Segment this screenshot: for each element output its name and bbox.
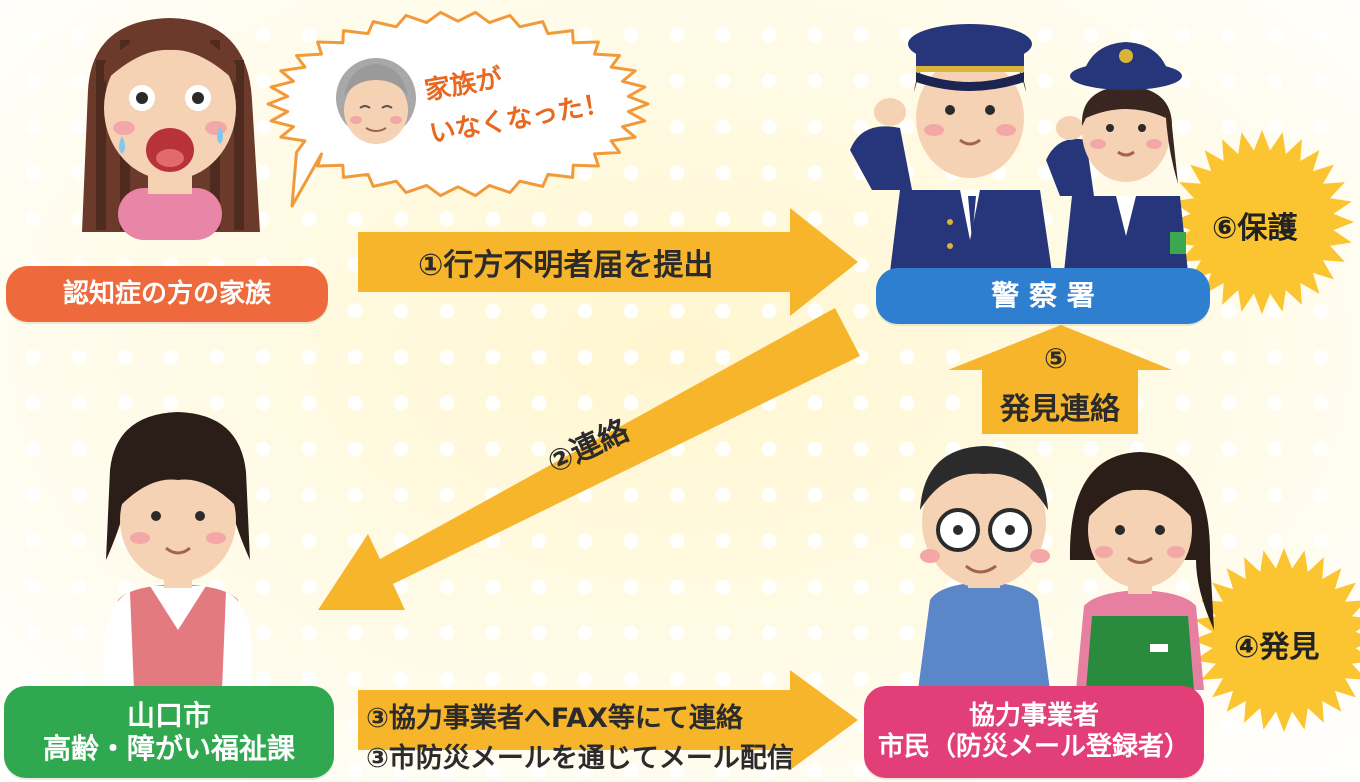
- arrow-step5: [948, 325, 1172, 434]
- label-police: 警 察 署: [876, 268, 1210, 324]
- burst-protect: [1170, 130, 1354, 314]
- police-officers-icon: [850, 24, 1188, 272]
- label-citizens: 協力事業者 市民（防災メール登録者）: [864, 686, 1204, 778]
- label-city-line1: 山口市: [126, 698, 211, 732]
- step3b-text: ③市防災メールを通じてメール配信: [366, 743, 794, 774]
- label-family: 認知症の方の家族: [6, 266, 328, 322]
- label-police-text: 警 察 署: [991, 279, 1095, 313]
- citizens-icon: [918, 446, 1214, 690]
- burst-found: [1192, 548, 1360, 732]
- elderly-person-icon: [336, 58, 416, 144]
- label-city-line2: 高齢・障がい福祉課: [42, 732, 295, 765]
- arrow-step3: [358, 670, 858, 770]
- step3a-text: ③協力事業者へFAX等にて連絡: [366, 703, 743, 734]
- arrow-step2: [318, 308, 860, 610]
- label-citizens-line1: 協力事業者: [968, 701, 1099, 732]
- worried-woman-icon: [82, 18, 260, 240]
- step6-text: ⑥保護: [1212, 211, 1298, 246]
- step5-text: 発見連絡: [1000, 392, 1120, 427]
- step1-text: ①行方不明者届を提出: [418, 248, 714, 283]
- label-city: 山口市 高齢・障がい福祉課: [4, 686, 334, 778]
- step5-number: ⑤: [1044, 342, 1068, 375]
- label-citizens-line2: 市民（防災メール登録者）: [877, 732, 1190, 762]
- step4-text: ④発見: [1234, 630, 1320, 665]
- label-family-text: 認知症の方の家族: [62, 278, 271, 309]
- city-staff-woman-icon: [104, 412, 252, 690]
- arrow-step1: [358, 208, 858, 316]
